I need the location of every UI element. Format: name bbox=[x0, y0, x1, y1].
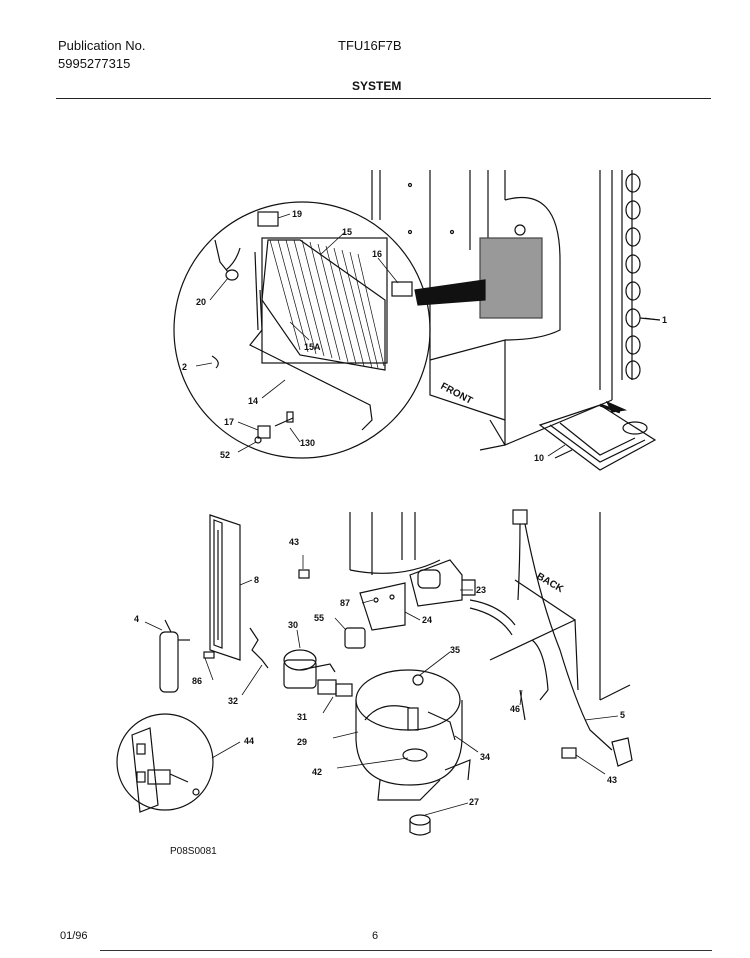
page-number: 6 bbox=[372, 930, 379, 942]
cap-43 bbox=[298, 569, 310, 579]
part-30: 30 bbox=[288, 620, 298, 630]
part-10: 10 bbox=[534, 453, 544, 463]
part-42: 42 bbox=[312, 767, 322, 777]
part-43-upper: 43 bbox=[289, 537, 299, 547]
part-8: 8 bbox=[254, 575, 259, 585]
part-32: 32 bbox=[228, 696, 238, 706]
compressor bbox=[355, 669, 471, 836]
part-20: 20 bbox=[196, 297, 206, 307]
footer-rule bbox=[100, 950, 712, 951]
outlet-inset bbox=[116, 713, 214, 813]
footer-date: 01/96 bbox=[60, 930, 88, 942]
cabinet-upper bbox=[371, 170, 613, 451]
part-55: 55 bbox=[314, 613, 324, 623]
part-31: 31 bbox=[297, 712, 307, 722]
side-panel-8 bbox=[203, 514, 241, 661]
publication-label: Publication No. bbox=[58, 38, 146, 53]
model-number: TFU16F7B bbox=[338, 38, 402, 53]
part-35: 35 bbox=[450, 645, 460, 655]
drain-heater-coil bbox=[538, 400, 657, 471]
part-29: 29 bbox=[297, 737, 307, 747]
part-23: 23 bbox=[476, 585, 486, 595]
back-label: BACK bbox=[535, 571, 566, 595]
part-17: 17 bbox=[224, 417, 234, 427]
part-27: 27 bbox=[469, 797, 479, 807]
part-2: 2 bbox=[182, 362, 187, 372]
section-title: SYSTEM bbox=[352, 79, 402, 93]
publication-number: 5995277315 bbox=[58, 56, 131, 71]
control-23 bbox=[409, 559, 516, 636]
part-4: 4 bbox=[134, 614, 139, 624]
part-15a: 15A bbox=[304, 342, 321, 352]
part-16: 16 bbox=[372, 249, 382, 259]
drawing-code: P08S0081 bbox=[170, 846, 217, 857]
part-46: 46 bbox=[510, 704, 520, 714]
evaporator-inset bbox=[173, 201, 486, 459]
cabinet-lower bbox=[349, 512, 631, 701]
part-86: 86 bbox=[192, 676, 202, 686]
part-130: 130 bbox=[300, 438, 315, 448]
part-5: 5 bbox=[620, 710, 625, 720]
part-44: 44 bbox=[244, 736, 254, 746]
part-24: 24 bbox=[422, 615, 432, 625]
leader-lines bbox=[144, 213, 661, 816]
part-15: 15 bbox=[342, 227, 352, 237]
relay-overload bbox=[283, 649, 353, 697]
part-14: 14 bbox=[248, 396, 258, 406]
front-label: FRONT bbox=[439, 381, 475, 407]
part-55 bbox=[344, 627, 366, 649]
condenser-coil bbox=[621, 170, 661, 380]
part-52: 52 bbox=[220, 450, 230, 460]
part-1: 1 bbox=[662, 315, 667, 325]
header-rule bbox=[56, 98, 711, 99]
power-cord bbox=[512, 509, 633, 767]
bracket-24 bbox=[359, 582, 406, 631]
drier-4 bbox=[159, 619, 190, 693]
part-43-lower: 43 bbox=[607, 775, 617, 785]
part-87: 87 bbox=[340, 598, 350, 608]
part-19: 19 bbox=[292, 209, 302, 219]
part-34: 34 bbox=[480, 752, 490, 762]
